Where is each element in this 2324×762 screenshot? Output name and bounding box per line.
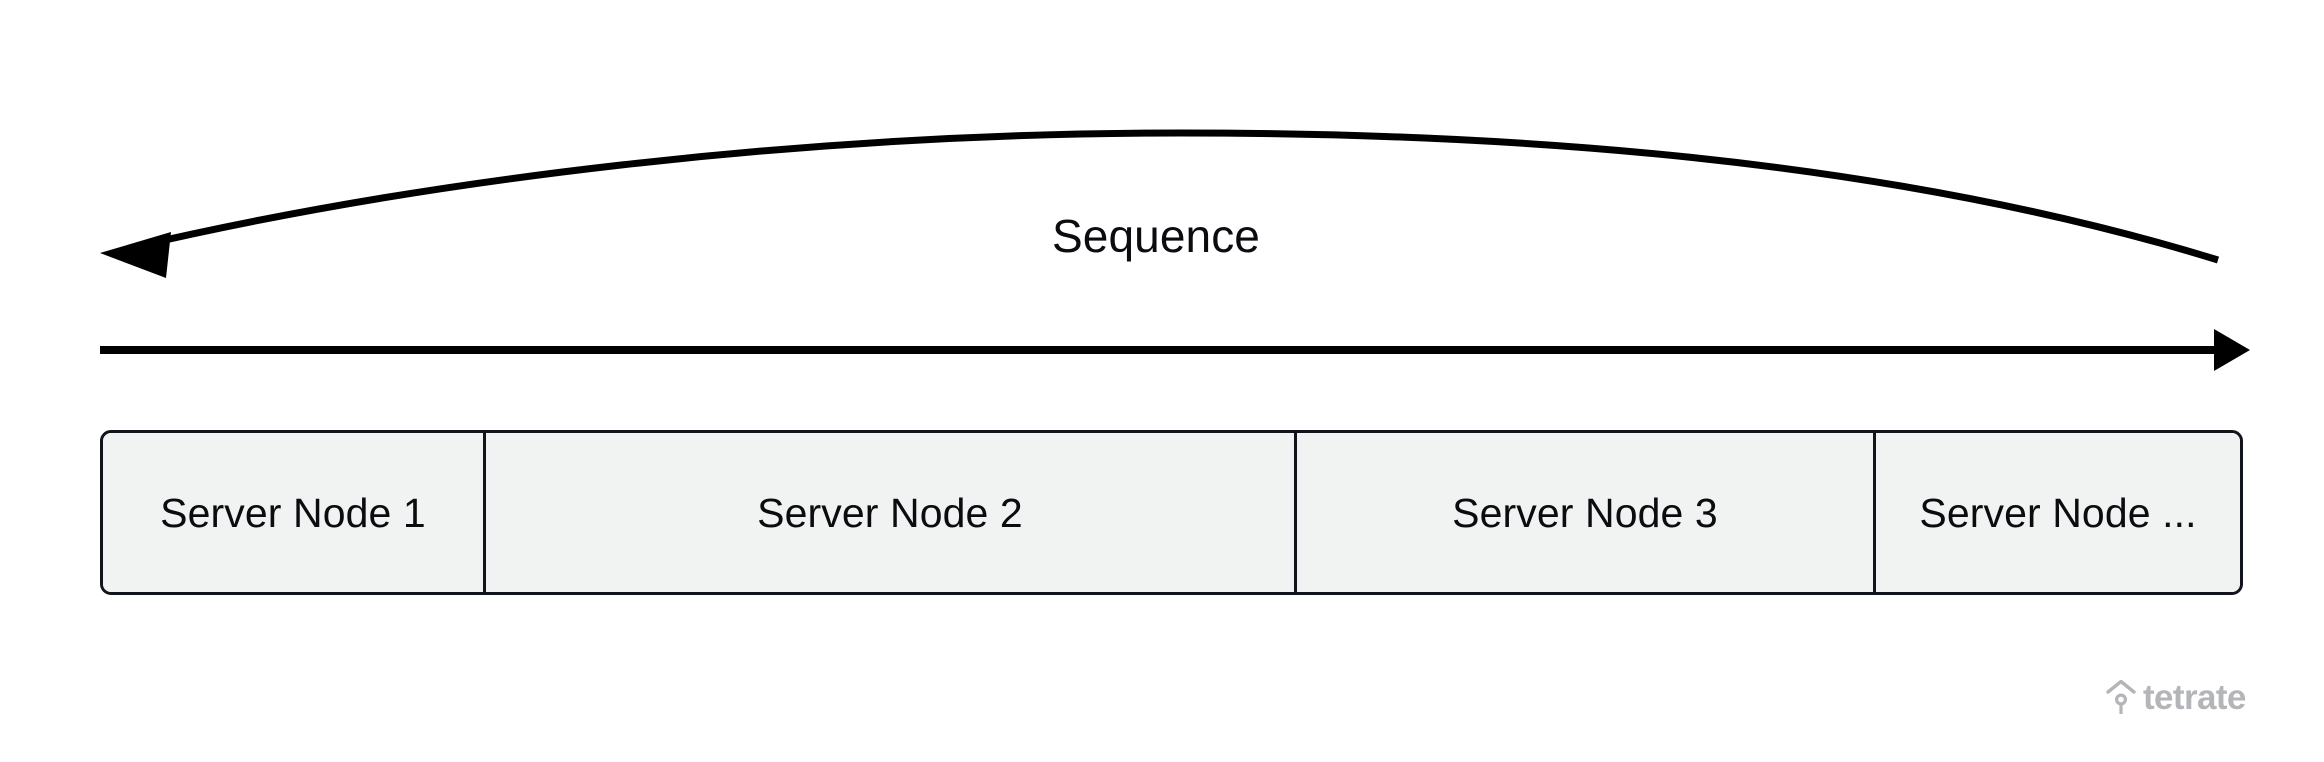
server-node-label-2: Server Node 2: [757, 489, 1023, 536]
server-node-cell-2[interactable]: Server Node 2: [483, 433, 1294, 592]
curved-arrow-head-icon: [100, 232, 171, 278]
straight-arrow-head-icon: [2214, 329, 2250, 371]
server-node-cell-4[interactable]: Server Node ...: [1873, 433, 2240, 592]
straight-arrow-group: [100, 329, 2250, 371]
curved-arrow-path: [129, 129, 2220, 264]
sequence-axis-label: Sequence: [0, 208, 2324, 264]
sequence-axis-label-text: Sequence: [1052, 210, 1260, 262]
server-node-label-3: Server Node 3: [1452, 489, 1718, 536]
server-node-bar: Server Node 1 Server Node 2 Server Node …: [100, 430, 2243, 595]
server-node-label-1: Server Node 1: [160, 489, 426, 536]
tetrate-brand: tetrate: [2106, 676, 2246, 718]
server-node-label-4: Server Node ...: [1919, 489, 2197, 536]
server-node-cell-3[interactable]: Server Node 3: [1294, 433, 1873, 592]
server-node-cell-1[interactable]: Server Node 1: [103, 433, 483, 592]
tetrate-brand-name: tetrate: [2143, 677, 2246, 717]
tetrate-logo-icon: [2106, 680, 2136, 714]
curved-arrow-group: [100, 129, 2220, 278]
